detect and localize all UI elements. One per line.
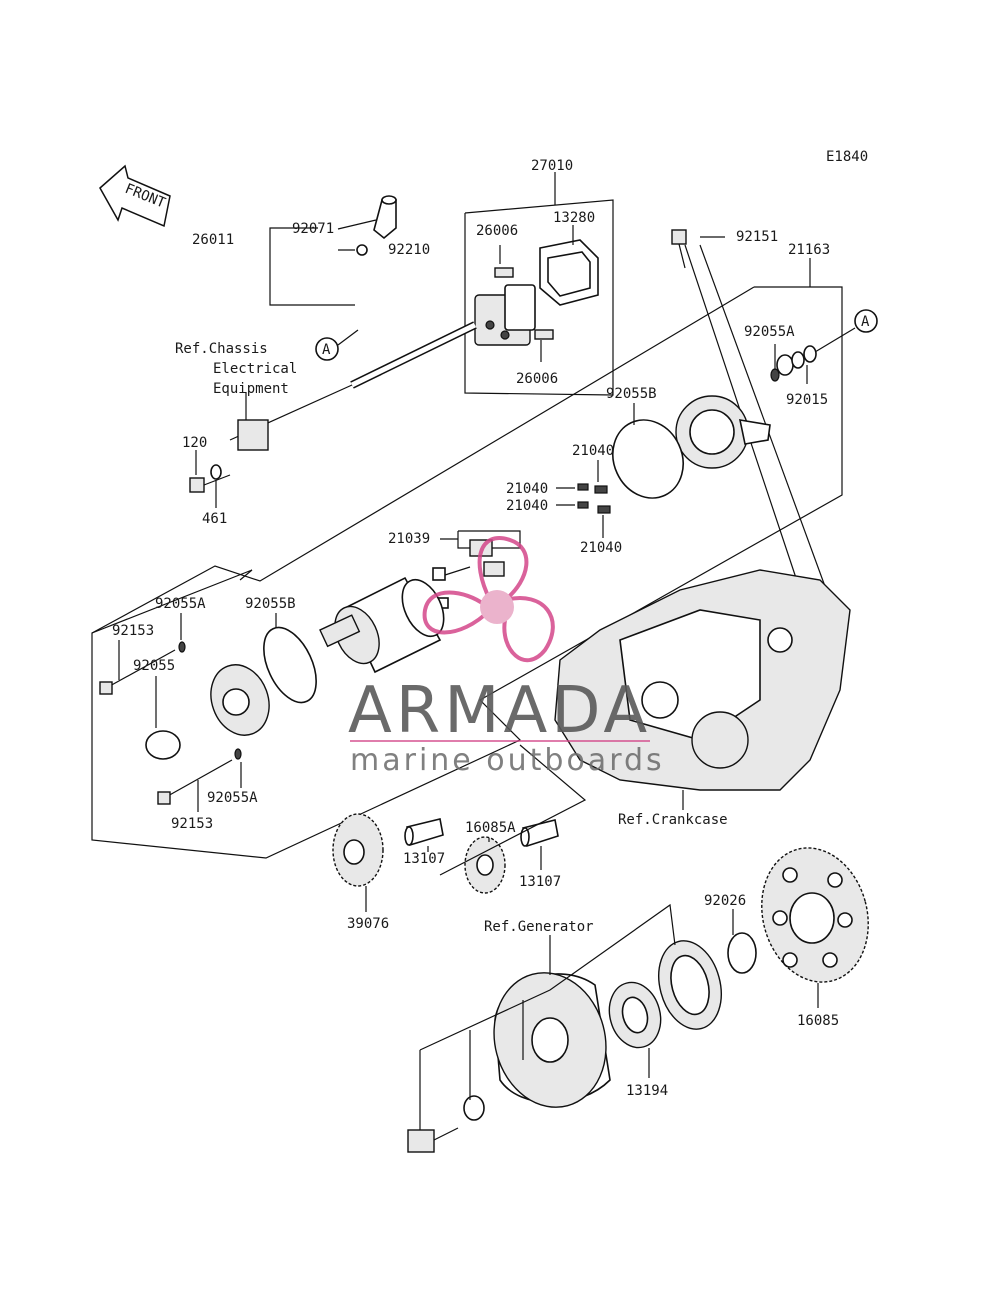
- svg-text:A: A: [861, 314, 870, 330]
- label-92015: 92015: [786, 392, 828, 408]
- part-labels: 27010 13280 26006 26006 92071 92210 2601…: [112, 158, 839, 1099]
- oring-92055b-top: [612, 419, 684, 499]
- propeller-logo-icon: [422, 536, 555, 663]
- leader-lines: [118, 219, 819, 1078]
- label-39076: 39076: [347, 916, 389, 932]
- bolt-92153-bottom: [165, 759, 233, 798]
- ring-461: [210, 464, 222, 480]
- oring-left-bottom: [234, 748, 242, 760]
- washer-top-2: [791, 351, 805, 369]
- callout-a-right: A: [854, 309, 878, 333]
- label-13107-b: 13107: [519, 874, 561, 890]
- oring-92055: [145, 730, 181, 760]
- relay-cover: [539, 239, 599, 306]
- starter-end-cover: [675, 395, 771, 469]
- oring-92055b-left: [263, 626, 317, 704]
- washer-top: [776, 354, 794, 376]
- label-13280: 13280: [553, 210, 595, 226]
- fuse-bottom: [534, 329, 554, 340]
- label-92055b-left: 92055B: [245, 596, 296, 612]
- starter-clutch: [658, 940, 722, 1030]
- label-92055a-top: 92055A: [744, 324, 795, 340]
- starter-clutch-gear-16085: [761, 847, 869, 983]
- gear-16085a: [464, 836, 506, 894]
- ref-chassis-line1: Ref.Chassis: [175, 341, 268, 357]
- label-92055: 92055: [133, 658, 175, 674]
- label-120: 120: [182, 435, 207, 451]
- flywheel-bolt: [407, 1127, 459, 1153]
- label-21040-a: 21040: [572, 443, 614, 459]
- starter-relay: [474, 284, 536, 346]
- watermark-tagline: marine outboards: [350, 743, 665, 778]
- flywheel-washer: [463, 1095, 485, 1121]
- flywheel-rotor: [493, 972, 611, 1108]
- label-21040-c: 21040: [506, 498, 548, 514]
- nut-92015: [803, 345, 817, 363]
- crankcase: [554, 569, 851, 791]
- label-92210: 92210: [388, 242, 430, 258]
- shaft-13107-a: [404, 818, 444, 847]
- label-21040-b: 21040: [506, 481, 548, 497]
- label-16085a: 16085A: [465, 820, 516, 836]
- label-92153-top: 92153: [112, 623, 154, 639]
- label-92055b-top: 92055B: [606, 386, 657, 402]
- diagram-code: E1840: [826, 149, 868, 165]
- bolt-120: [189, 474, 231, 493]
- ref-crankcase: Ref.Crankcase: [618, 812, 728, 828]
- label-26006-top: 26006: [476, 223, 518, 239]
- bearing-13194: [608, 981, 662, 1049]
- assembly-outline: [91, 286, 843, 859]
- label-92153-bottom: 92153: [171, 816, 213, 832]
- label-16085: 16085: [797, 1013, 839, 1029]
- label-92055a-left: 92055A: [155, 596, 206, 612]
- oring-left-top: [178, 641, 186, 653]
- fuse-top: [494, 267, 514, 278]
- label-92151: 92151: [736, 229, 778, 245]
- label-26011: 26011: [192, 232, 234, 248]
- label-13194: 13194: [626, 1083, 668, 1099]
- svg-text:A: A: [322, 342, 331, 358]
- starter-motor: [319, 576, 445, 674]
- brush-4: [597, 505, 611, 514]
- front-arrow-icon: FRONT: [99, 164, 171, 228]
- brush-1: [577, 483, 589, 491]
- ref-generator: Ref.Generator: [484, 919, 594, 935]
- ref-chassis-line3: Equipment: [213, 381, 289, 397]
- label-26006-bottom: 26006: [516, 371, 558, 387]
- label-461: 461: [202, 511, 227, 527]
- watermark-brand: ARMADA: [348, 674, 651, 748]
- washer-92026: [727, 932, 757, 974]
- bracket-26011: [269, 227, 355, 306]
- terminal-92071: [373, 195, 397, 240]
- label-13107-a: 13107: [403, 851, 445, 867]
- callout-a-left: A: [315, 337, 339, 361]
- brush-3: [577, 501, 589, 509]
- starter-front-cover: [210, 664, 270, 736]
- label-21040-d: 21040: [580, 540, 622, 556]
- label-27010: 27010: [531, 158, 573, 174]
- bolt-92153-top: [107, 649, 176, 688]
- label-21163: 21163: [788, 242, 830, 258]
- label-92071: 92071: [292, 221, 334, 237]
- watermark: ARMADA marine outboards: [348, 536, 665, 778]
- label-92055a-bottom: 92055A: [207, 790, 258, 806]
- label-92026: 92026: [704, 893, 746, 909]
- ref-chassis-line2: Electrical: [213, 361, 297, 377]
- nut-92210: [356, 244, 368, 256]
- brush-2: [594, 485, 608, 494]
- idler-gear-39076: [332, 813, 384, 887]
- starter-cable: [229, 265, 477, 451]
- label-21039: 21039: [388, 531, 430, 547]
